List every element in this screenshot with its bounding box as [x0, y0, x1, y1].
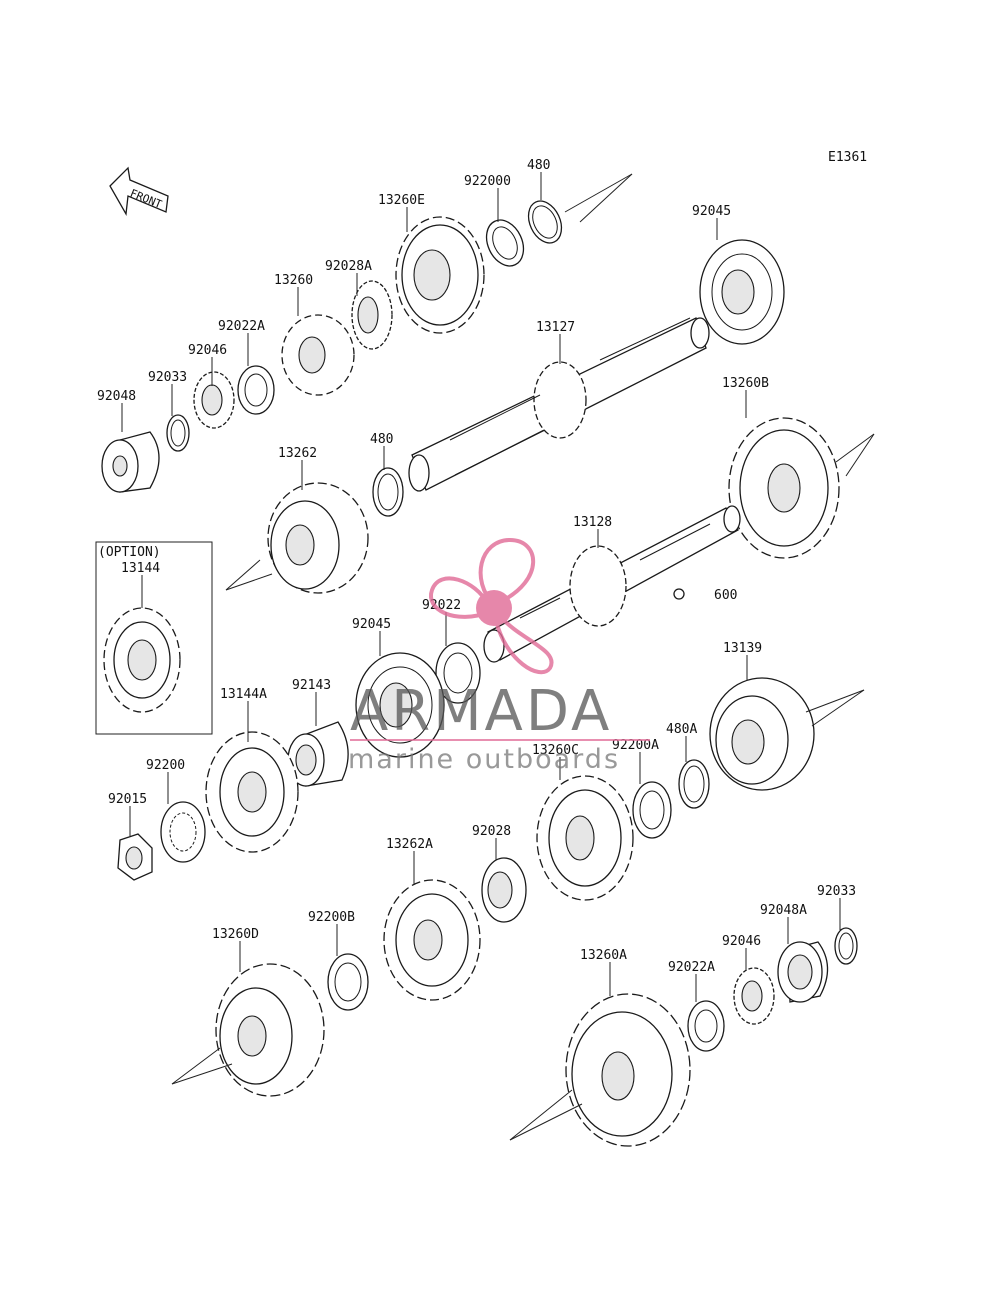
propeller-logo-icon: [429, 537, 554, 675]
circlip-480-mid-icon: [372, 467, 404, 517]
part-label: 13260C: [532, 743, 579, 758]
part-label: 13260: [274, 273, 313, 288]
gear-13260-icon: [281, 314, 355, 396]
needle-bearing-92046-lower-icon: [733, 967, 775, 1025]
part-label: 92028: [472, 824, 511, 839]
needle-bearing-92028-icon: [481, 857, 527, 923]
part-label: 92200A: [612, 738, 659, 753]
part-label: 92022A: [668, 960, 715, 975]
part-label: 480: [527, 158, 550, 173]
part-label: 13262A: [386, 837, 433, 852]
watermark-brand: ARMADA: [350, 679, 612, 744]
gear-13260b-icon: [728, 417, 875, 559]
option-box: (OPTION) 13144: [95, 541, 213, 735]
part-label: 480: [370, 432, 393, 447]
circlip-92033-top-icon: [166, 414, 190, 452]
lockwasher-92200-icon: [160, 801, 206, 863]
part-label: 92033: [817, 884, 856, 899]
bearing-92045-mid-icon: [355, 652, 445, 758]
circlip-480a-icon: [678, 759, 710, 809]
collar-92143-icon: [287, 721, 349, 787]
ball-600-icon: [673, 588, 685, 600]
part-label: 92015: [108, 792, 147, 807]
diagram-code: E1361: [828, 150, 867, 165]
washer-92022-icon: [435, 642, 481, 704]
collar-92048a-icon: [777, 941, 829, 1003]
nut-92015-icon: [117, 833, 153, 881]
part-label: 600: [714, 588, 737, 603]
hub-13139-icon: [709, 677, 865, 791]
sprocket-13144a-icon: [205, 731, 299, 853]
part-label: 92048A: [760, 903, 807, 918]
part-label: 92143: [292, 678, 331, 693]
washer-92200b-icon: [327, 953, 369, 1011]
watermark-tagline: marine outboards: [348, 744, 620, 775]
front-arrow-icon: FRONT: [109, 166, 169, 217]
gear-13260d-icon: [171, 963, 325, 1097]
part-label: 13127: [536, 320, 575, 335]
part-label: 92200B: [308, 910, 355, 925]
part-label: 92028A: [325, 259, 372, 274]
washer-92200a-icon: [632, 781, 672, 839]
part-label: 13260D: [212, 927, 259, 942]
part-label: 92045: [692, 204, 731, 219]
gear-13260c-icon: [536, 775, 634, 901]
shaft-13128-icon: [483, 505, 741, 663]
part-label: 13144A: [220, 687, 267, 702]
gear-13260a-icon: [509, 993, 691, 1147]
shaft-13127-icon: [408, 317, 710, 492]
part-labels: 480 922000 13260E 92045 92028A 13260 920…: [97, 158, 856, 975]
leader-lines: [121, 172, 841, 1002]
gear-13262-icon: [225, 482, 369, 594]
circlip-480-icon: [527, 173, 633, 244]
bearing-92045-top-icon: [699, 239, 785, 345]
watermark: ARMADA marine outboards: [348, 537, 650, 775]
option-header: (OPTION): [98, 545, 161, 560]
gear-13262a-icon: [383, 879, 481, 1001]
option-part-label: 13144: [121, 561, 160, 576]
part-label: 92200: [146, 758, 185, 773]
washer-92022a-top-icon: [237, 365, 275, 415]
part-label: 922000: [464, 174, 511, 189]
part-label: 480A: [666, 722, 697, 737]
part-label: 13260A: [580, 948, 627, 963]
part-label: 92033: [148, 370, 187, 385]
collar-92048-icon: [101, 431, 160, 493]
part-label: 13260E: [378, 193, 425, 208]
part-label: 13128: [573, 515, 612, 530]
part-label: 13139: [723, 641, 762, 656]
part-label: 92046: [722, 934, 761, 949]
part-label: 13262: [278, 446, 317, 461]
needle-bearing-92046-top-icon: [193, 371, 235, 429]
washer-92022a-lower-icon: [687, 1000, 725, 1052]
part-label: 92046: [188, 343, 227, 358]
part-label: 92022A: [218, 319, 265, 334]
washer-922000-icon: [485, 219, 525, 267]
gear-13260e-icon: [395, 216, 485, 334]
needle-bearing-92028a-icon: [351, 280, 393, 350]
part-label: 13260B: [722, 376, 769, 391]
part-label: 92045: [352, 617, 391, 632]
circlip-92033-lower-icon: [834, 927, 858, 965]
part-label: 92048: [97, 389, 136, 404]
